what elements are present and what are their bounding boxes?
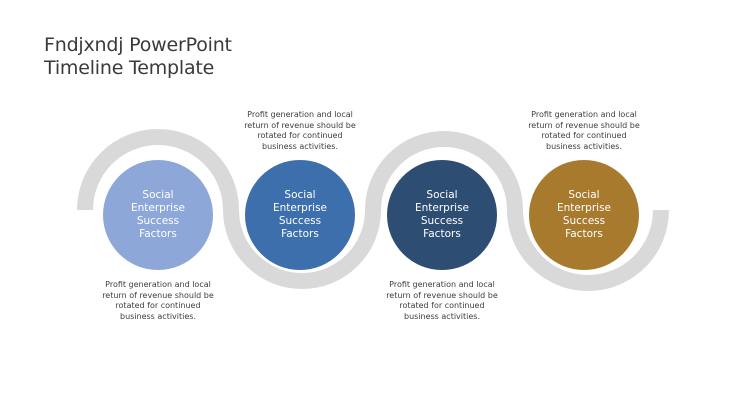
timeline-step-2-circle: Social Enterprise Success Factors (245, 160, 355, 270)
timeline-step-4-description: Profit generation and local return of re… (528, 110, 640, 151)
wave-arc-4 (507, 209, 669, 291)
timeline-step-2-description: Profit generation and local return of re… (244, 110, 356, 151)
wave-arc-1 (77, 129, 239, 211)
timeline-step-1-description: Profit generation and local return of re… (102, 280, 214, 321)
timeline-step-3-circle: Social Enterprise Success Factors (387, 160, 497, 270)
wave-arc-2 (223, 209, 381, 289)
timeline-step-1-label: Social Enterprise Success Factors (130, 189, 185, 240)
timeline-step-3-label: Social Enterprise Success Factors (414, 189, 469, 240)
slide-title: Fndjxndj PowerPoint Timeline Template (44, 34, 232, 80)
timeline-step-4-circle: Social Enterprise Success Factors (529, 160, 639, 270)
timeline-step-3-description: Profit generation and local return of re… (386, 280, 498, 321)
timeline-step-1-circle: Social Enterprise Success Factors (103, 160, 213, 270)
slide-title-line-1: Fndjxndj PowerPoint (44, 34, 232, 56)
slide-title-line-2: Timeline Template (44, 57, 215, 79)
timeline-step-4-label: Social Enterprise Success Factors (556, 189, 611, 240)
wave-arc-3 (365, 131, 523, 211)
timeline-step-2-label: Social Enterprise Success Factors (272, 189, 327, 240)
